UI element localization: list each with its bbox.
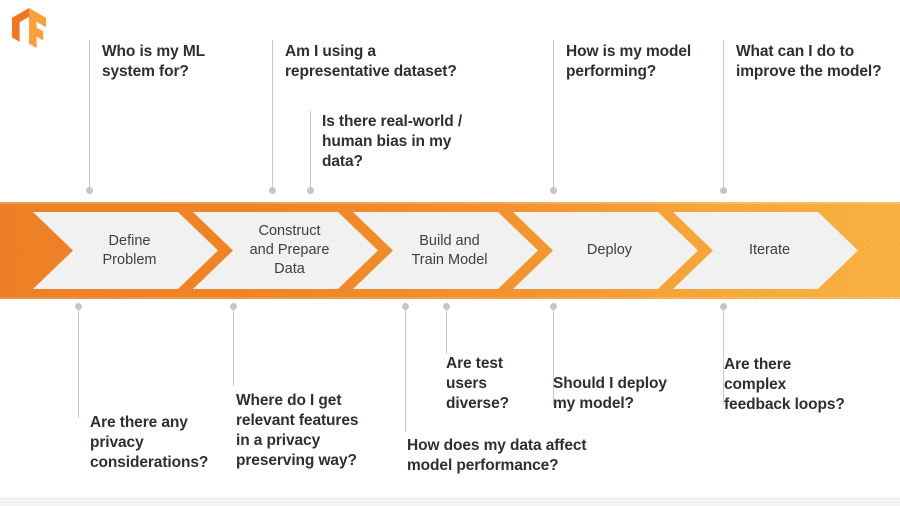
- connector-dot: [307, 186, 314, 194]
- connector-are-there-complex-feedback-loops: [720, 302, 727, 405]
- question-am-i-using-a-representative-dataset: Am I using a representative dataset?: [285, 43, 457, 80]
- pipeline-step-label: Deploy: [586, 242, 633, 258]
- question-are-there-complex-feedback-loops: Are there complex feedback loops?: [724, 356, 845, 413]
- pipeline-step-label: Construct and Prepare Data: [249, 223, 330, 277]
- question-are-test-users-diverse: Are test users diverse?: [446, 355, 509, 412]
- question-how-is-my-model-performing: How is my model performing?: [566, 43, 692, 80]
- connector-dot: [720, 302, 727, 310]
- connector-should-i-deploy-my-model: [550, 302, 557, 405]
- connector-are-there-any-privacy-considerations: [75, 302, 82, 418]
- tensorflow-logo: [12, 8, 46, 48]
- connector-dot: [230, 302, 237, 310]
- bottom-strip: [0, 498, 900, 506]
- question-how-does-my-data-affect-model-performance: How does my data affect model performanc…: [407, 437, 587, 474]
- connector-dot: [75, 302, 82, 310]
- question-who-is-my-ml-system-for: Who is my ML system for?: [102, 43, 205, 80]
- band-top-edge: [0, 202, 900, 204]
- band-bottom-edge: [0, 297, 900, 299]
- connector-is-there-real-world-human-bias-in-my-data: [307, 111, 314, 194]
- question-what-can-i-do-to-improve-the-model: What can I do to improve the model?: [736, 43, 882, 80]
- connector-dot: [86, 186, 93, 194]
- question-where-do-i-get-relevant-features-in-a-privacy-preserving-way: Where do I get relevant features in a pr…: [236, 392, 359, 469]
- connector-dot: [402, 302, 409, 310]
- pipeline-step-define-problem[interactable]: Define Problem: [33, 212, 218, 289]
- connector-am-i-using-a-representative-dataset: [269, 40, 276, 194]
- connector-how-does-my-data-affect-model-performance: [402, 302, 409, 432]
- connector-where-do-i-get-relevant-features-in-a-privacy-preserving-way: [230, 302, 237, 386]
- connector-who-is-my-ml-system-for: [86, 40, 93, 194]
- connector-dot: [550, 186, 557, 194]
- connector-dot: [720, 186, 727, 194]
- pipeline-step-label: Build and Train Model: [411, 232, 488, 268]
- question-are-there-any-privacy-considerations: Are there any privacy considerations?: [90, 414, 209, 471]
- question-should-i-deploy-my-model: Should I deploy my model?: [553, 375, 667, 412]
- connector-what-can-i-do-to-improve-the-model: [720, 40, 727, 194]
- connector-dot: [269, 186, 276, 194]
- connector-dot: [550, 302, 557, 310]
- connector-dot: [443, 302, 450, 310]
- pipeline-step-label: Iterate: [748, 242, 791, 258]
- connector-are-test-users-diverse: [443, 302, 450, 354]
- connector-how-is-my-model-performing: [550, 40, 557, 194]
- question-is-there-real-world-human-bias-in-my-data: Is there real-world / human bias in my d…: [322, 113, 463, 170]
- pipeline-step-label: Define Problem: [102, 232, 157, 268]
